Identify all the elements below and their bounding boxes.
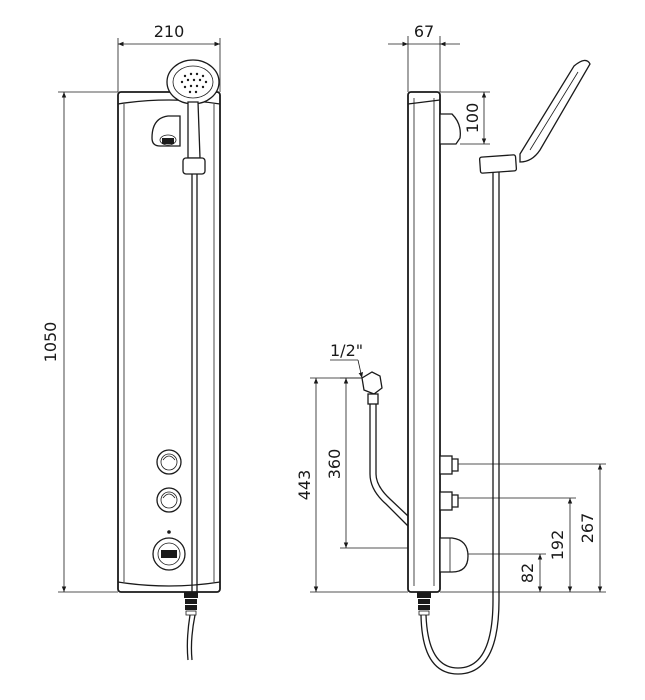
- side-knob-middle: [439, 491, 459, 511]
- hose-connector-side: [417, 592, 431, 616]
- dimension-267: 267: [578, 464, 603, 592]
- dimension-82: 82: [518, 554, 543, 592]
- dimension-width: 210: [117, 22, 221, 92]
- side-hand-shower: [478, 59, 591, 174]
- hose-connector-front: [184, 592, 198, 616]
- front-view: 210 1050: [41, 22, 221, 661]
- inlet-label-group: 1/2": [330, 341, 363, 379]
- dim-360-label: 360: [325, 449, 344, 480]
- dim-267-label: 267: [578, 513, 597, 544]
- side-fixed-head: [439, 113, 461, 145]
- front-panel-top-cap: [117, 99, 221, 105]
- control-knob-lower: [156, 487, 182, 513]
- dimension-443: 443: [295, 377, 408, 593]
- side-panel-body: [407, 91, 441, 593]
- head-offset-label: 100: [463, 103, 482, 134]
- hand-shower-head: [166, 59, 220, 159]
- width-label: 210: [154, 22, 185, 41]
- side-mixer: [439, 537, 469, 573]
- side-knob-upper: [439, 455, 459, 475]
- side-view: 1/2" 67 100 443: [295, 22, 606, 675]
- front-panel-bottom-cap: [117, 581, 221, 587]
- hand-shower-holder: [182, 157, 206, 175]
- hose-side: [425, 172, 494, 669]
- height-label: 1050: [41, 322, 60, 363]
- dimension-depth: 67: [388, 22, 460, 92]
- dimension-head-offset: 100: [440, 91, 490, 145]
- dimension-360: 360: [325, 377, 408, 549]
- depth-label: 67: [414, 22, 434, 41]
- dim-82-label: 82: [518, 563, 537, 583]
- control-knob-upper: [156, 449, 182, 475]
- fixed-head-shower: [151, 115, 181, 147]
- inlet-label: 1/2": [330, 341, 363, 360]
- hose-loop-front: [186, 614, 191, 661]
- inlet-pipe: [361, 371, 409, 527]
- dim-443-label: 443: [295, 470, 314, 501]
- mixer-control: [152, 530, 186, 571]
- dimension-height: 1050: [41, 91, 118, 593]
- dimension-192: 192: [548, 498, 573, 592]
- dim-192-label: 192: [548, 530, 567, 561]
